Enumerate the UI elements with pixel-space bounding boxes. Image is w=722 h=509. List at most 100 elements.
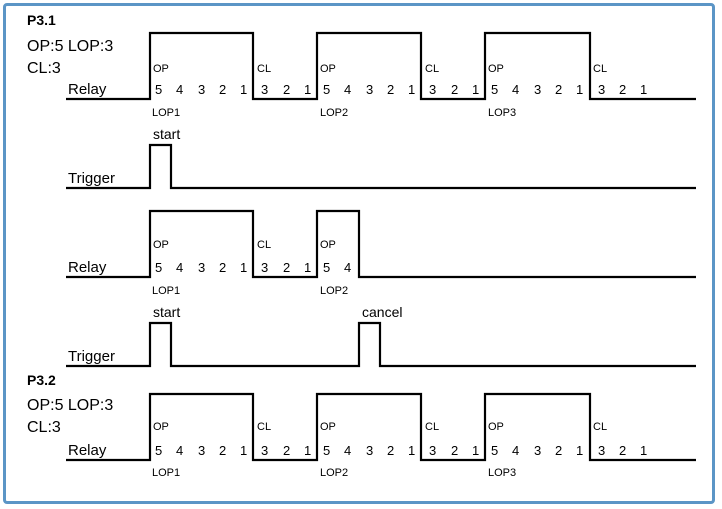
relay-3-count: 5	[491, 443, 498, 458]
relay-3-count: 3	[598, 443, 605, 458]
relay-1-count: 1	[472, 82, 479, 97]
relay-3-row: Relay OP CL OP CL OP CL 5 4 3 2 1 3 2 1 …	[66, 392, 696, 479]
relay-2-count: 3	[198, 260, 205, 275]
relay-1-count: 1	[240, 82, 247, 97]
relay-1-loop-label-1: LOP1	[152, 107, 180, 119]
relay-2-loop-label-2: LOP2	[320, 285, 348, 297]
relay-2-count: 2	[219, 260, 226, 275]
relay-2-label: Relay	[68, 259, 107, 276]
trigger-2-waveform	[66, 321, 696, 368]
relay-3-count: 3	[198, 443, 205, 458]
relay-3-count: 2	[555, 443, 562, 458]
relay-1-loop-label-2: LOP2	[320, 107, 348, 119]
relay-3-state-cl-2: CL	[425, 421, 439, 433]
relay-1-count: 3	[261, 82, 268, 97]
relay-2-loop-label-1: LOP1	[152, 285, 180, 297]
relay-1-count: 5	[323, 82, 330, 97]
relay-3-count: 4	[512, 443, 519, 458]
params-p31-line2: CL:3	[27, 60, 61, 77]
relay-1-state-op-2: OP	[320, 63, 336, 75]
relay-2-row: Relay OP CL OP 5 4 3 2 1 3 2 1 5 4 LOP1 …	[66, 209, 696, 297]
trigger-1-event-start: start	[153, 126, 180, 142]
relay-1-count: 1	[408, 82, 415, 97]
relay-3-count: 2	[283, 443, 290, 458]
relay-3-count: 3	[366, 443, 373, 458]
relay-1-count: 2	[387, 82, 394, 97]
relay-1-state-cl-2: CL	[425, 63, 439, 75]
relay-1-state-op-1: OP	[153, 63, 169, 75]
params-p31-line1: OP:5 LOP:3	[27, 38, 113, 55]
relay-3-count: 2	[387, 443, 394, 458]
trigger-1-row: start Trigger	[66, 126, 696, 190]
relay-2-waveform	[66, 209, 696, 279]
relay-3-count: 3	[534, 443, 541, 458]
relay-1-count: 4	[176, 82, 183, 97]
relay-1-count: 3	[534, 82, 541, 97]
relay-1-count: 4	[344, 82, 351, 97]
relay-1-count: 2	[555, 82, 562, 97]
relay-3-state-cl-3: CL	[593, 421, 607, 433]
relay-1-count: 3	[429, 82, 436, 97]
relay-1-count: 2	[219, 82, 226, 97]
relay-3-loop-label-3: LOP3	[488, 467, 516, 479]
relay-1-count: 2	[451, 82, 458, 97]
relay-3-count: 5	[323, 443, 330, 458]
relay-3-count: 5	[155, 443, 162, 458]
relay-2-count: 4	[176, 260, 183, 275]
section-title-p31: P3.1	[27, 12, 56, 28]
relay-2-state-op-2: OP	[320, 239, 336, 251]
relay-3-count: 2	[451, 443, 458, 458]
relay-1-state-op-3: OP	[488, 63, 504, 75]
relay-1-count: 1	[576, 82, 583, 97]
trigger-2-row: start cancel Trigger	[66, 304, 696, 368]
relay-1-count: 2	[283, 82, 290, 97]
relay-2-state-op-1: OP	[153, 239, 169, 251]
relay-3-state-op-3: OP	[488, 421, 504, 433]
relay-2-count: 2	[283, 260, 290, 275]
relay-2-count: 3	[261, 260, 268, 275]
relay-1-count: 3	[598, 82, 605, 97]
trigger-1-label: Trigger	[68, 170, 115, 187]
relay-2-count: 5	[323, 260, 330, 275]
relay-1-count: 4	[512, 82, 519, 97]
section-title-p32: P3.2	[27, 372, 56, 388]
relay-1-waveform	[66, 31, 696, 101]
relay-3-count: 3	[261, 443, 268, 458]
relay-3-count: 2	[219, 443, 226, 458]
relay-3-state-cl-1: CL	[257, 421, 271, 433]
relay-3-state-op-2: OP	[320, 421, 336, 433]
relay-1-count: 1	[304, 82, 311, 97]
relay-3-state-op-1: OP	[153, 421, 169, 433]
relay-1-count: 5	[491, 82, 498, 97]
relay-3-count: 1	[240, 443, 247, 458]
relay-3-loop-label-2: LOP2	[320, 467, 348, 479]
relay-3-count: 3	[429, 443, 436, 458]
relay-1-count: 5	[155, 82, 162, 97]
relay-2-count: 5	[155, 260, 162, 275]
relay-1-row: Relay OP CL OP CL OP CL 5 4 3 2 1 3 2 1 …	[66, 31, 696, 119]
relay-3-count: 1	[576, 443, 583, 458]
trigger-1-waveform	[66, 143, 696, 190]
relay-1-count: 2	[619, 82, 626, 97]
relay-2-state-cl-1: CL	[257, 239, 271, 251]
params-p32-line1: OP:5 LOP:3	[27, 397, 113, 414]
relay-3-count: 1	[304, 443, 311, 458]
relay-3-count: 1	[408, 443, 415, 458]
trigger-2-event-start: start	[153, 304, 180, 320]
relay-3-count: 4	[176, 443, 183, 458]
relay-1-count: 3	[366, 82, 373, 97]
params-p32-line2: CL:3	[27, 419, 61, 436]
relay-1-state-cl-3: CL	[593, 63, 607, 75]
relay-3-count: 1	[472, 443, 479, 458]
relay-1-count: 1	[640, 82, 647, 97]
relay-2-count: 1	[240, 260, 247, 275]
relay-1-count: 3	[198, 82, 205, 97]
relay-1-state-cl-1: CL	[257, 63, 271, 75]
trigger-2-event-cancel: cancel	[362, 304, 402, 320]
trigger-2-label: Trigger	[68, 348, 115, 365]
relay-3-count: 4	[344, 443, 351, 458]
relay-3-label: Relay	[68, 442, 107, 459]
relay-3-loop-label-1: LOP1	[152, 467, 180, 479]
